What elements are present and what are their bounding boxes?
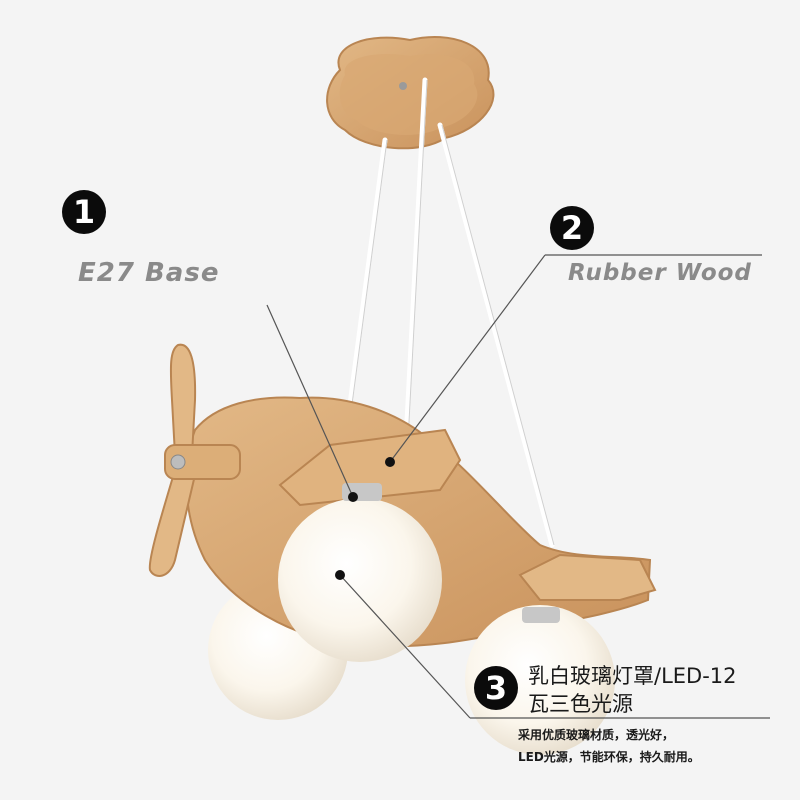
callout-1-label: E27 Base xyxy=(78,258,220,288)
callout-3-title-line2: 瓦三色光源 xyxy=(528,692,633,716)
callout-anchor-dots xyxy=(335,457,395,580)
callout-3-title-line1: 乳白玻璃灯罩/LED-12 xyxy=(528,664,737,688)
callout-3-desc-line2: LED光源，节能环保，持久耐用。 xyxy=(518,750,700,764)
callout-3-desc-line1: 采用优质玻璃材质，透光好， xyxy=(518,728,675,742)
ceiling-canopy xyxy=(326,36,495,150)
glass-globe-front xyxy=(278,498,442,662)
callout-leader-lines xyxy=(266,254,770,719)
callout-2-label: Rubber Wood xyxy=(568,260,752,286)
propeller xyxy=(148,343,241,577)
callout-2-badge: 2 xyxy=(550,206,594,250)
callout-3-badge: 3 xyxy=(474,666,518,710)
callout-1-badge: 1 xyxy=(62,190,106,234)
